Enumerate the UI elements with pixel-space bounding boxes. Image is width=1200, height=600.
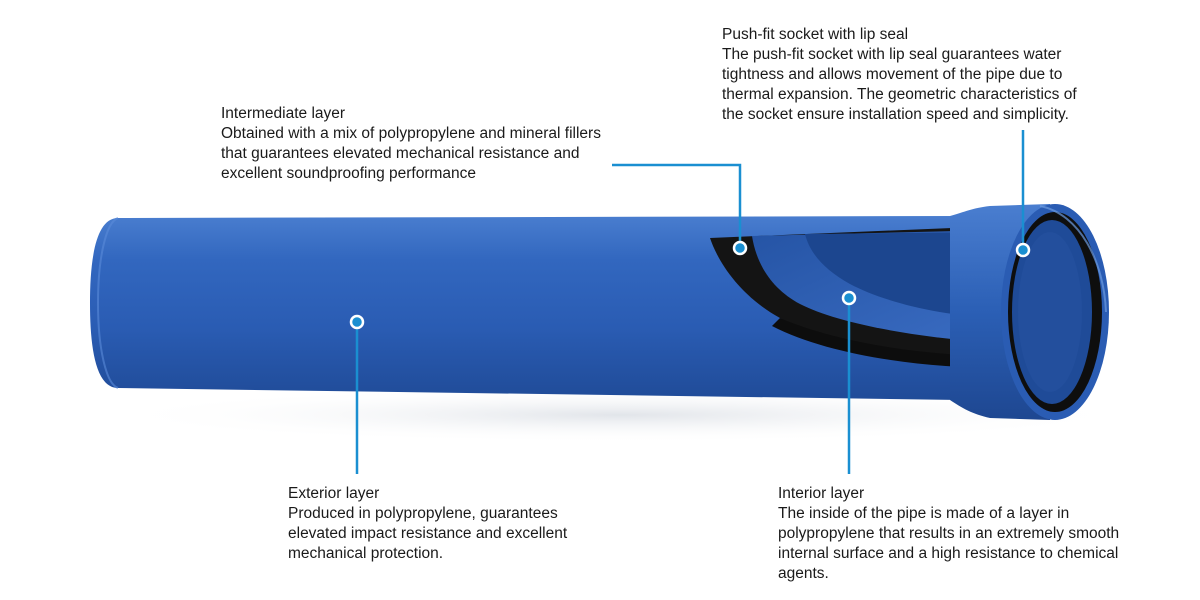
callout-body: The inside of the pipe is made of a laye… bbox=[778, 505, 1120, 582]
socket-seal-band bbox=[772, 318, 1000, 368]
callout-title: Exterior layer bbox=[288, 485, 380, 502]
callout-interior-layer: Interior layer The inside of the pipe is… bbox=[778, 484, 1128, 584]
callout-body: Obtained with a mix of polypropylene and… bbox=[221, 125, 601, 182]
socket-mouth-bore bbox=[1018, 232, 1082, 392]
marker-socket bbox=[1015, 242, 1031, 258]
callout-body: Produced in polypropylene, guarantees el… bbox=[288, 505, 568, 562]
callout-title: Interior layer bbox=[778, 485, 865, 502]
marker-exterior bbox=[349, 314, 365, 330]
callout-title: Push-fit socket with lip seal bbox=[722, 26, 909, 43]
callout-push-fit-socket: Push-fit socket with lip seal The push-f… bbox=[722, 25, 1102, 125]
callout-intermediate-layer: Intermediate layer Obtained with a mix o… bbox=[221, 104, 611, 184]
pipe-left-rim bbox=[96, 217, 119, 389]
marker-intermediate bbox=[732, 240, 748, 256]
pipe-shadow bbox=[100, 387, 1140, 443]
leader-intermediate bbox=[612, 163, 742, 248]
socket-rim-highlight bbox=[1039, 205, 1107, 313]
callout-exterior-layer: Exterior layer Produced in polypropylene… bbox=[288, 484, 598, 564]
marker-interior bbox=[841, 290, 857, 306]
callout-body: The push-fit socket with lip seal guaran… bbox=[722, 46, 1077, 123]
callout-title: Intermediate layer bbox=[221, 105, 346, 122]
